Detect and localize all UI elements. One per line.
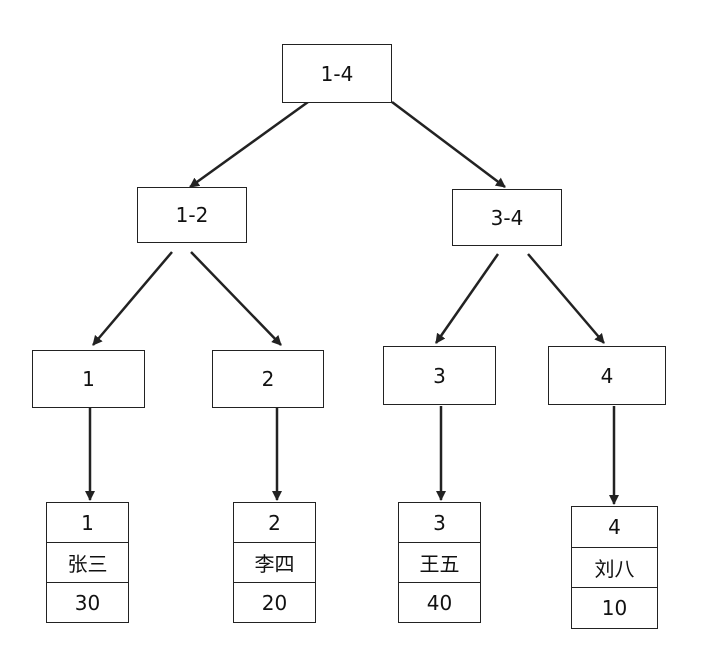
tree-node-left: 1-2: [137, 187, 247, 243]
tree-node-root: 1-4: [282, 44, 392, 103]
tree-leaf-3: 3: [383, 346, 496, 405]
record-2: 2 李四 20: [233, 502, 316, 623]
record-4: 4 刘八 10: [571, 506, 658, 629]
tree-node-right-label: 3-4: [490, 205, 524, 230]
tree-node-root-label: 1-4: [320, 61, 354, 86]
record-3: 3 王五 40: [398, 502, 481, 623]
record-id-cell: 1: [47, 503, 128, 543]
edge-root-to-right: [391, 101, 506, 188]
record-name-cell: 刘八: [572, 548, 657, 589]
record-name-cell: 张三: [47, 543, 128, 583]
tree-leaf-1-label: 1: [82, 367, 95, 391]
tree-leaf-4: 4: [548, 346, 666, 405]
tree-node-left-label: 1-2: [175, 203, 209, 227]
edge-right-to-leaf-3: [434, 253, 500, 344]
record-value-cell: 30: [74, 590, 101, 615]
edge-left-to-leaf-1: [92, 251, 173, 346]
tree-leaf-2: 2: [212, 350, 324, 408]
record-id-cell: 3: [399, 503, 480, 543]
tree-leaf-4-label: 4: [600, 363, 614, 388]
tree-leaf-3-label: 3: [433, 363, 446, 388]
record-id-cell: 4: [572, 507, 657, 548]
record-name-cell: 李四: [234, 543, 315, 583]
record-id-cell: 2: [234, 503, 315, 543]
edge-root-to-left: [189, 100, 309, 189]
tree-leaf-2-label: 2: [261, 367, 275, 391]
tree-leaf-1: 1: [32, 350, 145, 408]
record-value-cell: 20: [261, 590, 288, 615]
record-name-cell: 王五: [399, 543, 480, 583]
record-value-cell: 40: [426, 590, 453, 615]
edge-right-to-leaf-4: [527, 253, 605, 344]
edge-left-to-leaf-2: [190, 251, 282, 346]
tree-node-right: 3-4: [452, 189, 562, 246]
record-value-cell: 10: [601, 596, 628, 621]
record-1: 1 张三 30: [46, 502, 129, 623]
